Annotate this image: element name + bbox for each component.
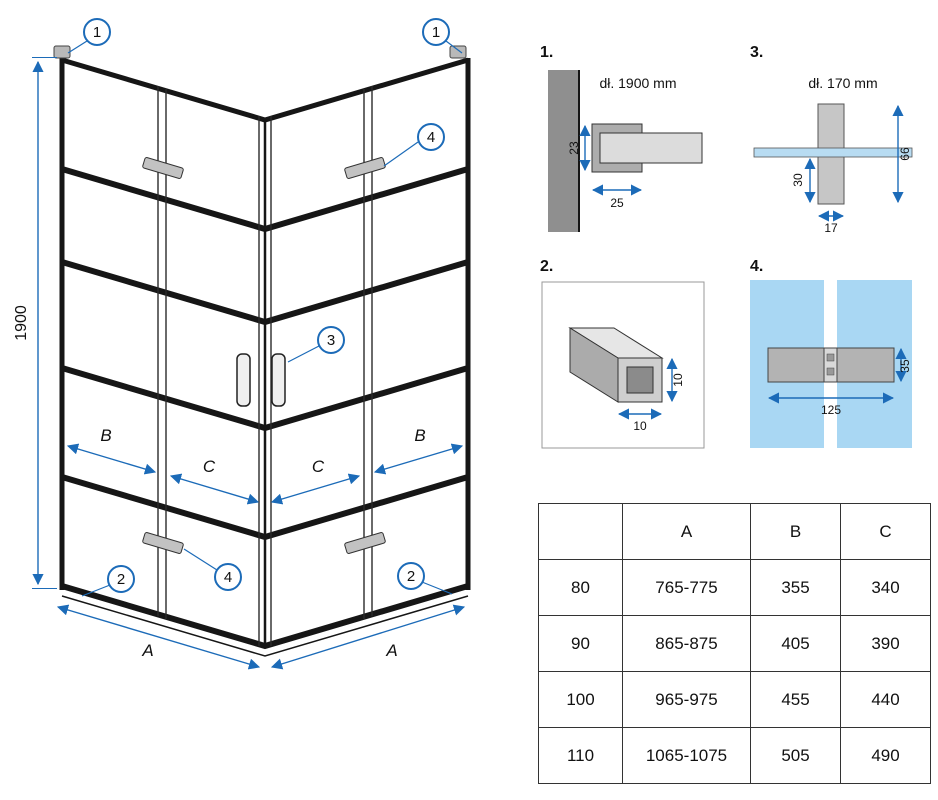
callout-1-right-num: 1 — [432, 24, 440, 41]
callout-4-bottom: 4 — [183, 548, 242, 591]
connector-screw-top — [826, 353, 835, 362]
table-cell: 765-775 — [622, 559, 751, 616]
callout-2-right: 2 — [397, 562, 453, 595]
hinge-top-right — [344, 157, 386, 179]
table-header-b: B — [750, 503, 841, 560]
detail-3-dim-66: 66 — [898, 147, 912, 161]
callout-2-right-num: 2 — [407, 568, 415, 585]
table-cell: 455 — [750, 671, 841, 728]
fold-hinges — [142, 157, 386, 554]
detail-4-drawing: 125 35 — [750, 280, 912, 448]
table-cell: 440 — [840, 671, 931, 728]
door-handles — [236, 353, 286, 407]
callout-4-bottom-num: 4 — [224, 569, 232, 586]
table-row: 100 965-975 455 440 — [538, 671, 931, 728]
detail-3-dim-30: 30 — [791, 173, 805, 187]
hinge-bottom-right — [344, 532, 386, 554]
connector-center — [823, 347, 838, 383]
table-cell: 390 — [840, 615, 931, 672]
table-header-row: A B C — [538, 503, 931, 560]
table-cell: 865-875 — [622, 615, 751, 672]
table-cell: 100 — [538, 671, 623, 728]
glass-panel-edge — [753, 147, 913, 158]
detail-3-number: 3. — [750, 44, 764, 61]
dimension-c-right: C — [270, 457, 361, 505]
detail-4-number: 4. — [750, 258, 764, 275]
hinge-top-left — [142, 157, 184, 179]
dimension-a-left: A — [56, 604, 261, 670]
detail-1-dim-25: 25 — [610, 196, 624, 210]
main-enclosure-drawing: 1900 B C C B A A 1 1 4 — [13, 18, 471, 670]
glass-stripes — [61, 166, 469, 540]
detail-2-number: 2. — [540, 258, 554, 275]
dimensions-table: A B C 80 765-775 355 340 90 865-875 405 … — [538, 503, 931, 784]
dimension-b-left: B — [66, 426, 157, 475]
height-dim-label: 1900 — [13, 305, 30, 341]
table-cell: 340 — [840, 559, 931, 616]
wall-cap-right — [449, 45, 467, 59]
dim-a-right-label: A — [385, 641, 397, 660]
table-cell: 355 — [750, 559, 841, 616]
detail-4-dim-35: 35 — [898, 359, 912, 373]
detail-2-square-tube: 2. 10 10 — [538, 258, 713, 458]
callout-1-left: 1 — [67, 18, 111, 54]
table-row: 90 865-875 405 390 — [538, 615, 931, 672]
table-header-a: A — [622, 503, 751, 560]
detail-3-stabilizer: 3. dł. 170 mm 66 30 17 — [748, 44, 923, 244]
table-header-c: C — [840, 503, 931, 560]
glass-panel-edge — [599, 132, 703, 164]
detail-3-drawing: dł. 170 mm 66 30 17 — [753, 75, 913, 235]
callout-4-top: 4 — [383, 123, 445, 167]
table-cell: 405 — [750, 615, 841, 672]
detail-1-drawing: dł. 1900 mm 23 25 — [548, 70, 703, 232]
handle-left — [236, 353, 251, 407]
wall-cap-left — [53, 45, 71, 59]
callout-3-num: 3 — [327, 332, 335, 349]
dim-c-left-label: C — [203, 457, 216, 476]
wall-section — [548, 70, 578, 232]
detail-1-wall-profile: 1. dł. 1900 mm 23 25 — [538, 44, 713, 244]
detail-1-dim-23: 23 — [567, 141, 581, 155]
dim-b-right-label: B — [414, 426, 425, 445]
table-cell: 80 — [538, 559, 623, 616]
table-cell: 490 — [840, 727, 931, 784]
table-row: 80 765-775 355 340 — [538, 559, 931, 616]
callout-2-left: 2 — [81, 565, 135, 597]
tube-bore — [626, 366, 654, 394]
detail-3-dim-17: 17 — [824, 221, 838, 235]
dim-a-left-label: A — [141, 641, 153, 660]
dim-c-right-label: C — [312, 457, 325, 476]
table-cell: 90 — [538, 615, 623, 672]
detail-2-dim-10v: 10 — [671, 373, 685, 387]
detail-1-number: 1. — [540, 44, 554, 61]
dimension-c-left: C — [169, 457, 260, 505]
table-cell: 110 — [538, 727, 623, 784]
handle-right — [271, 353, 286, 407]
callout-1-left-num: 1 — [93, 24, 101, 41]
table-row: 110 1065-1075 505 490 — [538, 727, 931, 784]
dimension-a-right: A — [270, 604, 466, 670]
table-cell: 1065-1075 — [622, 727, 751, 784]
dimension-height-1900: 1900 — [13, 57, 57, 589]
hinge-bottom-left — [142, 532, 184, 554]
dimension-b-right: B — [373, 426, 464, 475]
detail-2-drawing: 10 10 — [541, 281, 705, 449]
detail-4-dim-125: 125 — [821, 403, 841, 417]
dim-b-left-label: B — [100, 426, 111, 445]
table-header-size — [538, 503, 623, 560]
detail-4-connector: 4. 125 35 — [748, 258, 923, 458]
callout-2-left-num: 2 — [117, 571, 125, 588]
detail-2-dim-10h: 10 — [633, 419, 647, 433]
callout-4-top-num: 4 — [427, 129, 435, 146]
connector-screw-bottom — [826, 367, 835, 376]
detail-3-title: dł. 170 mm — [808, 75, 877, 91]
callout-3: 3 — [287, 326, 345, 363]
detail-1-title: dł. 1900 mm — [599, 75, 676, 91]
table-cell: 505 — [750, 727, 841, 784]
table-cell: 965-975 — [622, 671, 751, 728]
callout-1-right: 1 — [422, 18, 463, 54]
